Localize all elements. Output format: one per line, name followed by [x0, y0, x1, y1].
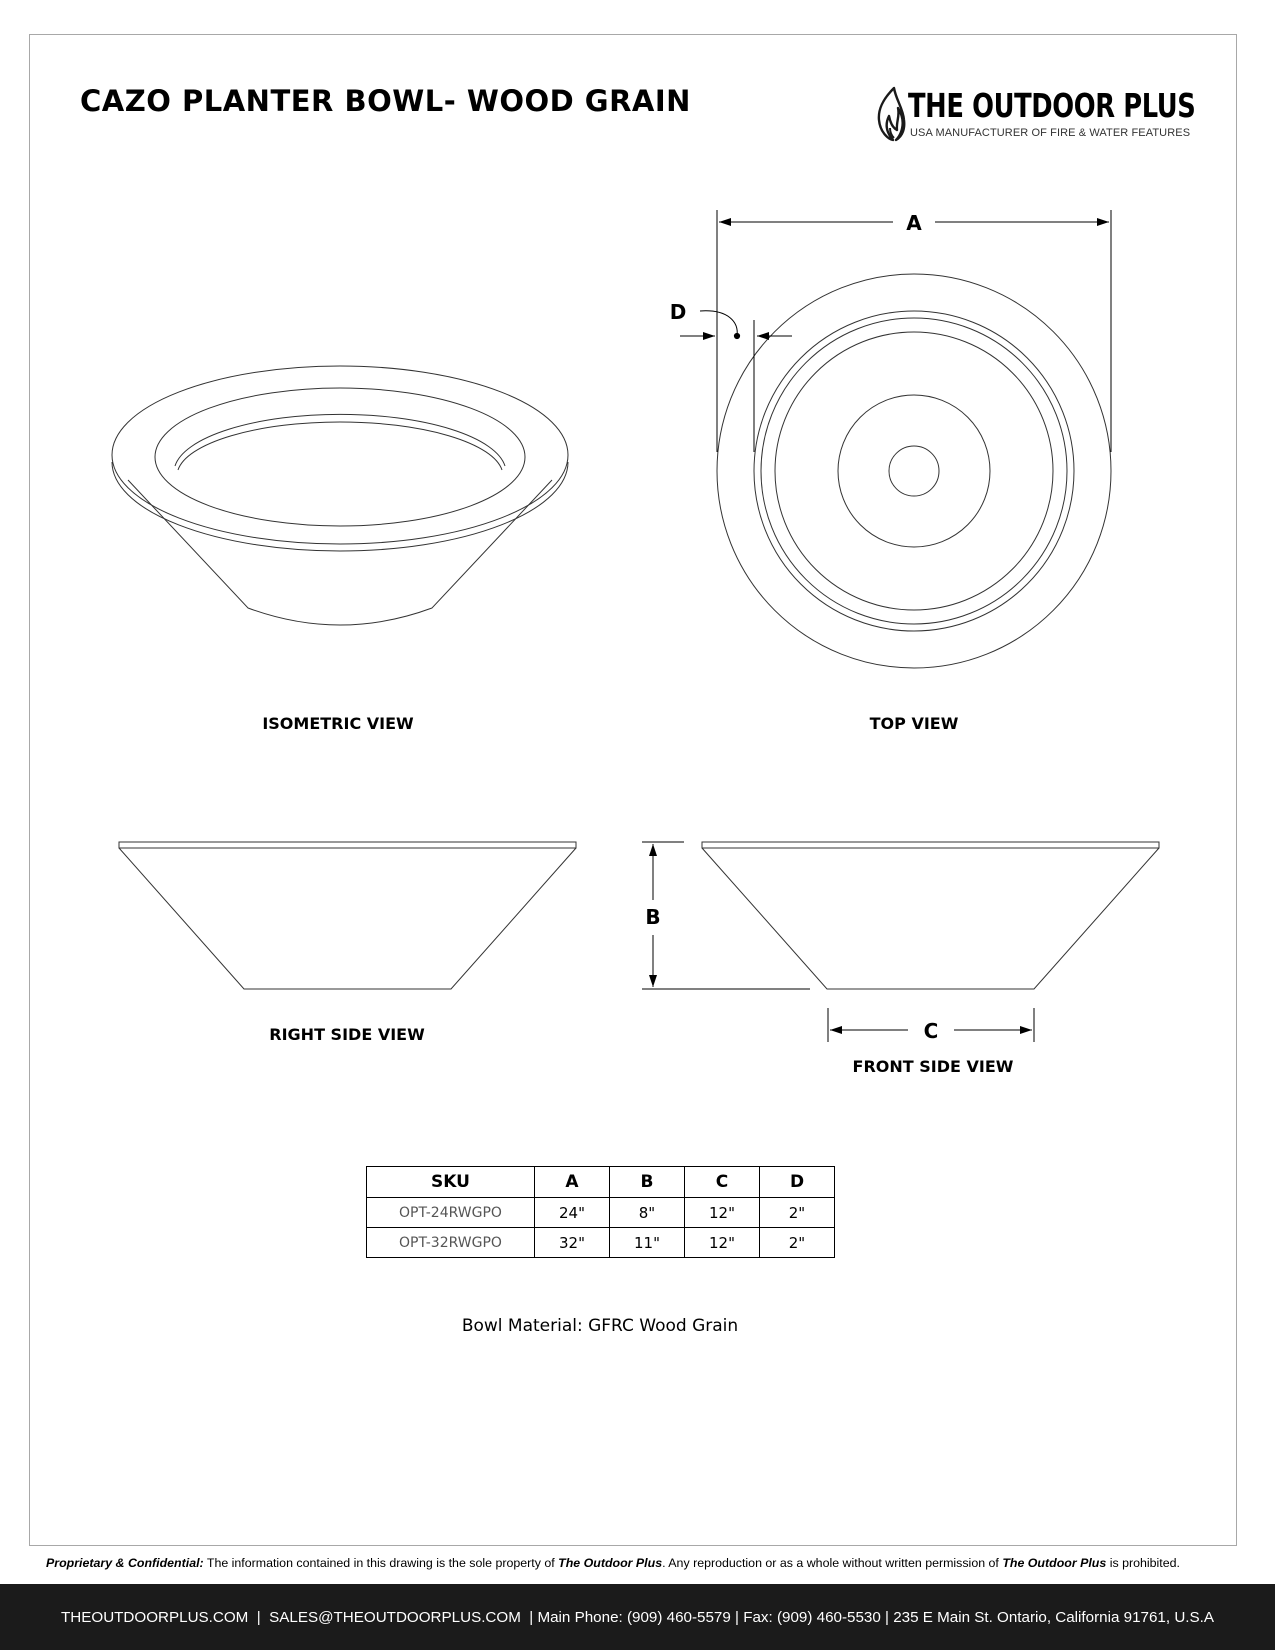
- right-side-view-drawing: [118, 841, 577, 990]
- top-view-drawing: [716, 273, 1112, 669]
- table-cell: 12": [684, 1227, 760, 1258]
- table-cell-sku: OPT-24RWGPO: [366, 1197, 535, 1228]
- table-cell: 8": [609, 1197, 685, 1228]
- table-row: OPT-24RWGPO 24" 8" 12" 2": [366, 1197, 835, 1228]
- top-view-label: TOP VIEW: [869, 714, 959, 733]
- dimension-label-b: B: [641, 905, 665, 929]
- logo-tagline: USA MANUFACTURER OF FIRE & WATER FEATURE…: [910, 127, 1191, 139]
- table-cell: 2": [759, 1197, 835, 1228]
- front-side-view-drawing: [701, 841, 1160, 990]
- notice-lead: Proprietary & Confidential:: [46, 1556, 204, 1570]
- company-logo: THE OUTDOOR PLUS USA MANUFACTURER OF FIR…: [876, 86, 1196, 146]
- table-header-row: SKU A B C D: [366, 1166, 835, 1198]
- table-header-cell: SKU: [366, 1166, 535, 1198]
- table-header-cell: D: [759, 1166, 835, 1198]
- table-header-cell: C: [684, 1166, 760, 1198]
- table-row: OPT-32RWGPO 32" 11" 12" 2": [366, 1227, 835, 1258]
- table-header-cell: A: [534, 1166, 610, 1198]
- drawing-frame: [29, 34, 1237, 1546]
- bowl-material-note: Bowl Material: GFRC Wood Grain: [461, 1316, 739, 1336]
- top-view-dimensions: [680, 210, 1112, 452]
- front-side-view-label: FRONT SIDE VIEW: [852, 1057, 1014, 1076]
- table-cell: 12": [684, 1197, 760, 1228]
- page-title: CAZO PLANTER BOWL- WOOD GRAIN: [80, 84, 691, 118]
- notice-text-2: . Any reproduction or as a whole without…: [662, 1556, 1003, 1570]
- table-cell: 11": [609, 1227, 685, 1258]
- table-header-cell: B: [609, 1166, 685, 1198]
- dimension-label-d: D: [665, 300, 691, 324]
- table-cell-sku: OPT-32RWGPO: [366, 1227, 535, 1258]
- isometric-view-label: ISOMETRIC VIEW: [262, 714, 414, 733]
- table-cell: 24": [534, 1197, 610, 1228]
- dimension-label-a: A: [902, 211, 926, 235]
- confidential-notice: Proprietary & Confidential: The informat…: [46, 1556, 1236, 1570]
- flame-icon: [877, 86, 906, 142]
- dimensions-table: SKU A B C D OPT-24RWGPO 24" 8" 12" 2" OP…: [366, 1166, 835, 1258]
- table-cell: 2": [759, 1227, 835, 1258]
- footer-contact-text: THEOUTDOORPLUS.COM | SALES@THEOUTDOORPLU…: [61, 1608, 1214, 1626]
- footer-bar: THEOUTDOORPLUS.COM | SALES@THEOUTDOORPLU…: [0, 1584, 1275, 1650]
- table-cell: 32": [534, 1227, 610, 1258]
- notice-company: The Outdoor Plus: [1002, 1556, 1107, 1570]
- dimension-label-c: C: [919, 1019, 943, 1043]
- logo-wordmark: THE OUTDOOR PLUS: [908, 86, 1196, 125]
- front-side-view-dimensions: [642, 841, 1035, 1042]
- notice-text-1: The information contained in this drawin…: [203, 1556, 559, 1570]
- isometric-view-drawing: [111, 365, 569, 626]
- notice-text-3: is prohibited.: [1106, 1556, 1180, 1570]
- right-side-view-label: RIGHT SIDE VIEW: [269, 1025, 425, 1044]
- notice-company: The Outdoor Plus: [558, 1556, 663, 1570]
